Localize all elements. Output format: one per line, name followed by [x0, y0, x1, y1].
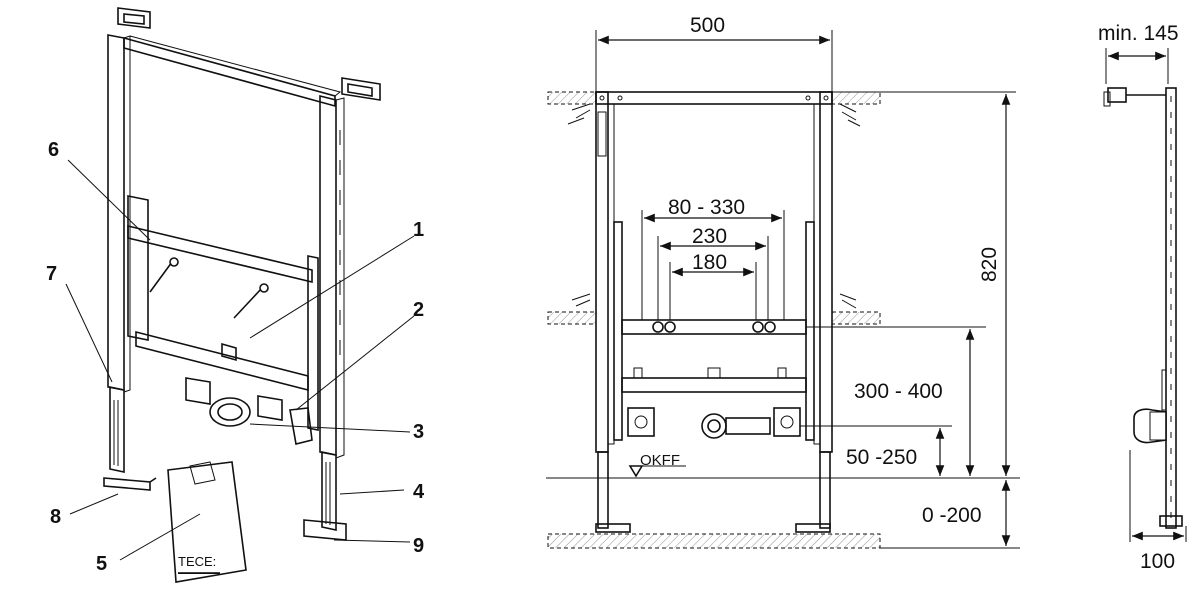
connection-hole-right-2 [764, 321, 776, 333]
anchor-top-left [567, 103, 591, 125]
dim-mount-height: 300 - 400 [854, 380, 943, 403]
fixing-plate-right [257, 395, 283, 421]
isometric-view: TECE: ▬▬▬▬▬▬▬ 1 2 3 4 5 6 7 8 9 [46, 7, 425, 583]
drain-connector [209, 397, 251, 427]
callout-6: 6 [48, 139, 59, 161]
support-crossbar [621, 377, 807, 393]
drain-outlet [701, 413, 727, 439]
foot-left [103, 477, 157, 491]
callout-7: 7 [46, 263, 57, 285]
top-rail [123, 36, 336, 108]
callout-4: 4 [413, 481, 425, 503]
top-bracket-left [117, 7, 151, 29]
dim-width: 500 [690, 14, 725, 37]
left-inner-bracket [127, 195, 149, 341]
frame-right-leg [819, 451, 831, 529]
top-bracket-right [341, 77, 381, 101]
connection-hole-left-2 [664, 321, 676, 333]
inner-post [307, 255, 319, 431]
dim-height: 820 [978, 247, 1001, 282]
threaded-crossbar [127, 224, 313, 284]
wall-hatch-top-left [547, 91, 597, 105]
frame-top-rail [595, 91, 833, 105]
foot-plate-right [795, 523, 831, 533]
side-foot [1159, 515, 1183, 527]
wall-hatch-top-right [831, 91, 881, 105]
frame-left-leg [597, 451, 609, 529]
connection-hole-right [752, 321, 764, 333]
right-upright [319, 94, 337, 456]
foot-right [303, 519, 347, 541]
left-leg [109, 386, 125, 473]
svg-text:▬▬▬▬▬▬▬: ▬▬▬▬▬▬▬ [178, 570, 220, 576]
wall-hatch-mid-left [547, 311, 597, 325]
drain-elbow [289, 407, 313, 445]
nut-right [259, 283, 269, 293]
bag-brand-label: TECE: [178, 554, 216, 569]
dim-foot-depth: 100 [1140, 550, 1175, 573]
side-upright [1165, 87, 1177, 529]
connection-crossbar [621, 319, 807, 335]
fixing-plate-right [773, 407, 801, 437]
dim-drain-height: 50 -250 [846, 446, 917, 469]
inner-post-left [613, 221, 623, 441]
wall-hatch-mid-right [831, 311, 881, 325]
center-clip [221, 342, 237, 362]
frame-label-plate [597, 111, 607, 157]
callout-8: 8 [50, 506, 61, 528]
drain-pipe [725, 417, 771, 435]
anchor-mid-right [839, 293, 857, 309]
foot-plate-left [595, 523, 631, 533]
callout-2: 2 [413, 299, 424, 321]
dim-connection-min: 180 [692, 251, 727, 274]
threaded-rod-right [233, 287, 263, 319]
side-wall-bracket [1107, 87, 1127, 103]
support-bar [135, 330, 309, 392]
anchor-mid-left [571, 293, 591, 307]
callout-3: 3 [413, 421, 424, 443]
fixing-plate-left [185, 377, 211, 405]
fixing-plate-left [627, 407, 655, 437]
callout-5: 5 [96, 553, 107, 575]
side-view: min. 145 100 [1098, 22, 1187, 573]
inner-post-right [805, 221, 815, 441]
floor-hatch [547, 533, 881, 549]
okff-label: OKFF [640, 452, 680, 469]
dim-connection-range: 80 - 330 [668, 196, 745, 219]
threaded-rod-left [149, 261, 173, 293]
right-leg [321, 451, 337, 531]
dim-depth-min: min. 145 [1098, 22, 1179, 45]
nut-left [169, 257, 179, 267]
dim-connection-mid: 230 [692, 225, 727, 248]
callout-9: 9 [413, 535, 424, 557]
dim-foot-adjust: 0 -200 [922, 504, 982, 527]
connection-hole-left [652, 321, 664, 333]
frame-right-post [819, 91, 833, 453]
anchor-top-right [839, 103, 861, 127]
front-view: OKFF 500 80 - 330 230 180 820 300 - 400 … [546, 14, 1020, 549]
callout-1: 1 [413, 219, 424, 241]
